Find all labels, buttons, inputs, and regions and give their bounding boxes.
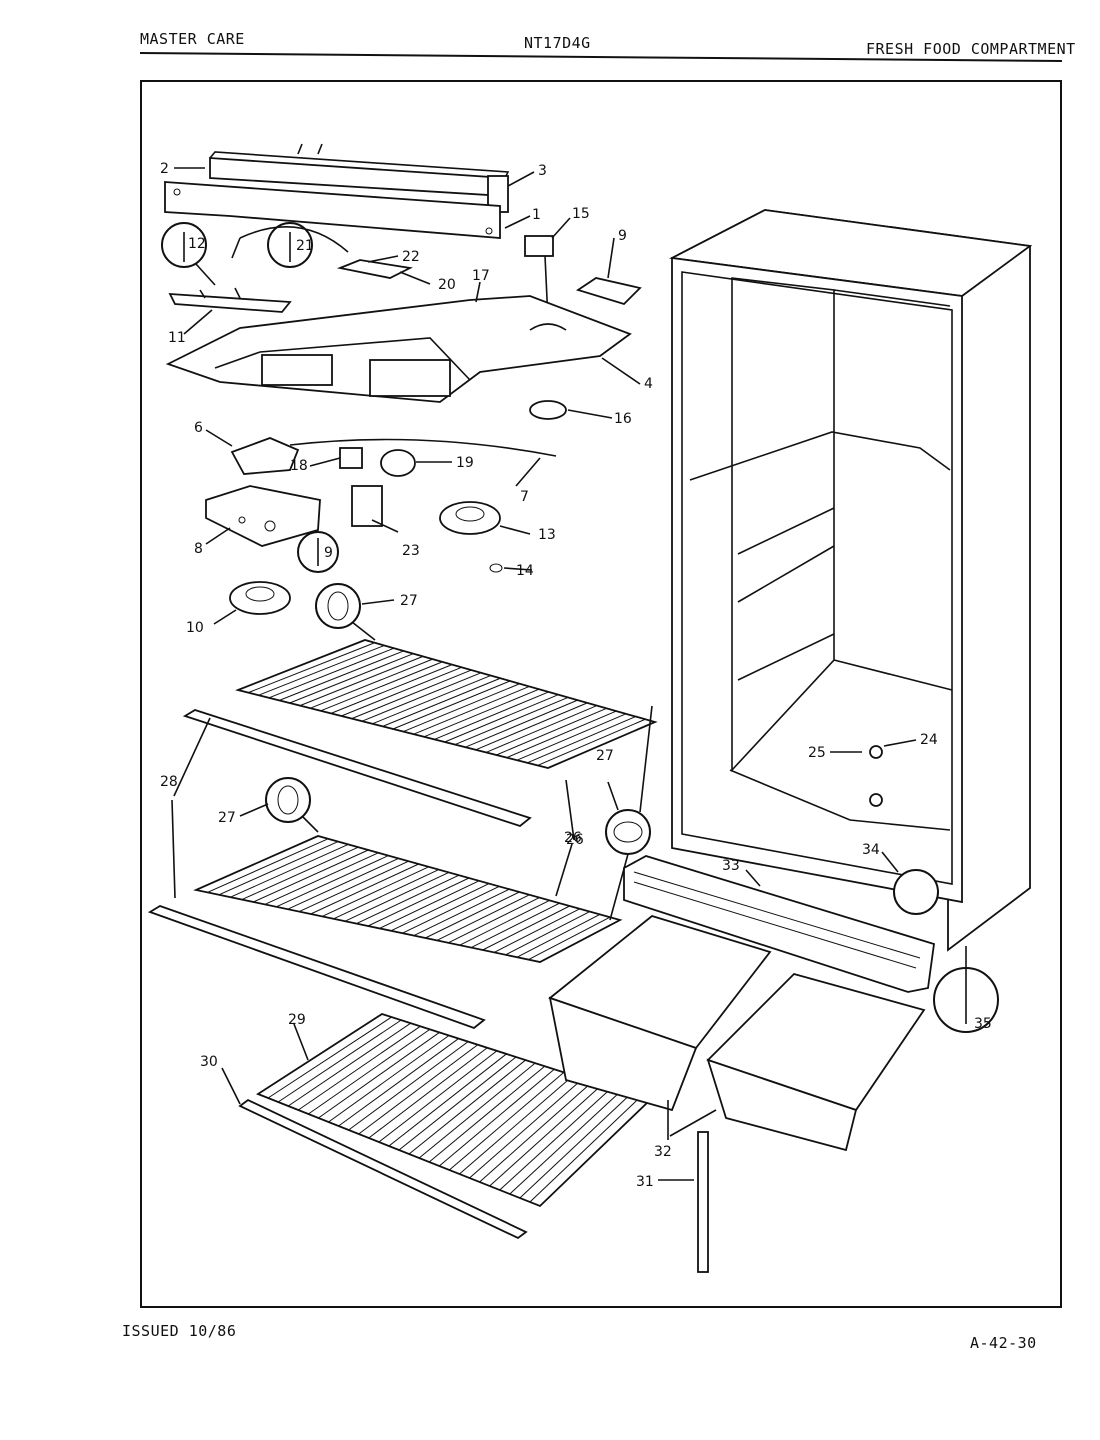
- callout-15: 15: [572, 206, 590, 222]
- page-code: A-42-30: [970, 1334, 1037, 1352]
- crisper-drawers: [548, 915, 926, 1273]
- model-number: NT17D4G: [524, 34, 591, 52]
- callout-32: 32: [654, 1144, 672, 1160]
- callout-6: 6: [194, 420, 203, 436]
- callout-13: 13: [538, 527, 556, 543]
- wire-shelves: [147, 639, 658, 1240]
- callout-30: 30: [200, 1054, 218, 1070]
- leader-lines: [171, 167, 967, 1181]
- callout-8: 8: [194, 541, 203, 557]
- callout-9-top: 9: [618, 228, 627, 244]
- issued-date: ISSUED 10/86: [122, 1322, 237, 1340]
- diagram-frame: [140, 80, 1062, 1308]
- callout-25: 25: [808, 745, 826, 761]
- section-title: FRESH FOOD COMPARTMENT: [866, 40, 1076, 58]
- callout-27-top: 27: [400, 593, 418, 609]
- callout-2: 2: [160, 161, 169, 177]
- callout-18: 18: [290, 458, 308, 474]
- callout-9-mid: 9: [324, 545, 333, 561]
- callout-19: 19: [456, 455, 474, 471]
- callout-35: 35: [974, 1016, 992, 1032]
- callout-34: 34: [862, 842, 880, 858]
- callout-26-lower: 26: [566, 832, 584, 848]
- callout-12: 12: [188, 236, 206, 252]
- callout-21: 21: [296, 238, 314, 254]
- callout-16: 16: [614, 411, 632, 427]
- callout-4: 4: [644, 376, 653, 392]
- callout-3: 3: [538, 163, 547, 179]
- callout-23: 23: [402, 543, 420, 559]
- callout-11: 11: [168, 330, 186, 346]
- callout-31: 31: [636, 1174, 654, 1190]
- callout-28: 28: [160, 774, 178, 790]
- callout-22: 22: [402, 249, 420, 265]
- callout-numbers: 2 3 1 15 9 12 21 22 20 17 11 4 16 6 18 1…: [160, 161, 992, 1190]
- callout-29: 29: [288, 1012, 306, 1028]
- callout-1: 1: [532, 207, 541, 223]
- callout-10: 10: [186, 620, 204, 636]
- callout-33: 33: [722, 858, 740, 874]
- callout-24: 24: [920, 732, 938, 748]
- callout-27-right: 27: [596, 748, 614, 764]
- callout-17: 17: [472, 268, 490, 284]
- callout-20: 20: [438, 277, 456, 293]
- brand-label: MASTER CARE: [140, 30, 245, 48]
- callout-26-upper: 26: [564, 830, 582, 846]
- control-housing-parts: [161, 143, 642, 420]
- thermostat-light-parts: [205, 437, 557, 641]
- callout-27-mid: 27: [218, 810, 236, 826]
- callout-7: 7: [520, 489, 529, 505]
- refrigerator-cabinet: [623, 209, 1033, 1033]
- callout-14: 14: [516, 563, 534, 579]
